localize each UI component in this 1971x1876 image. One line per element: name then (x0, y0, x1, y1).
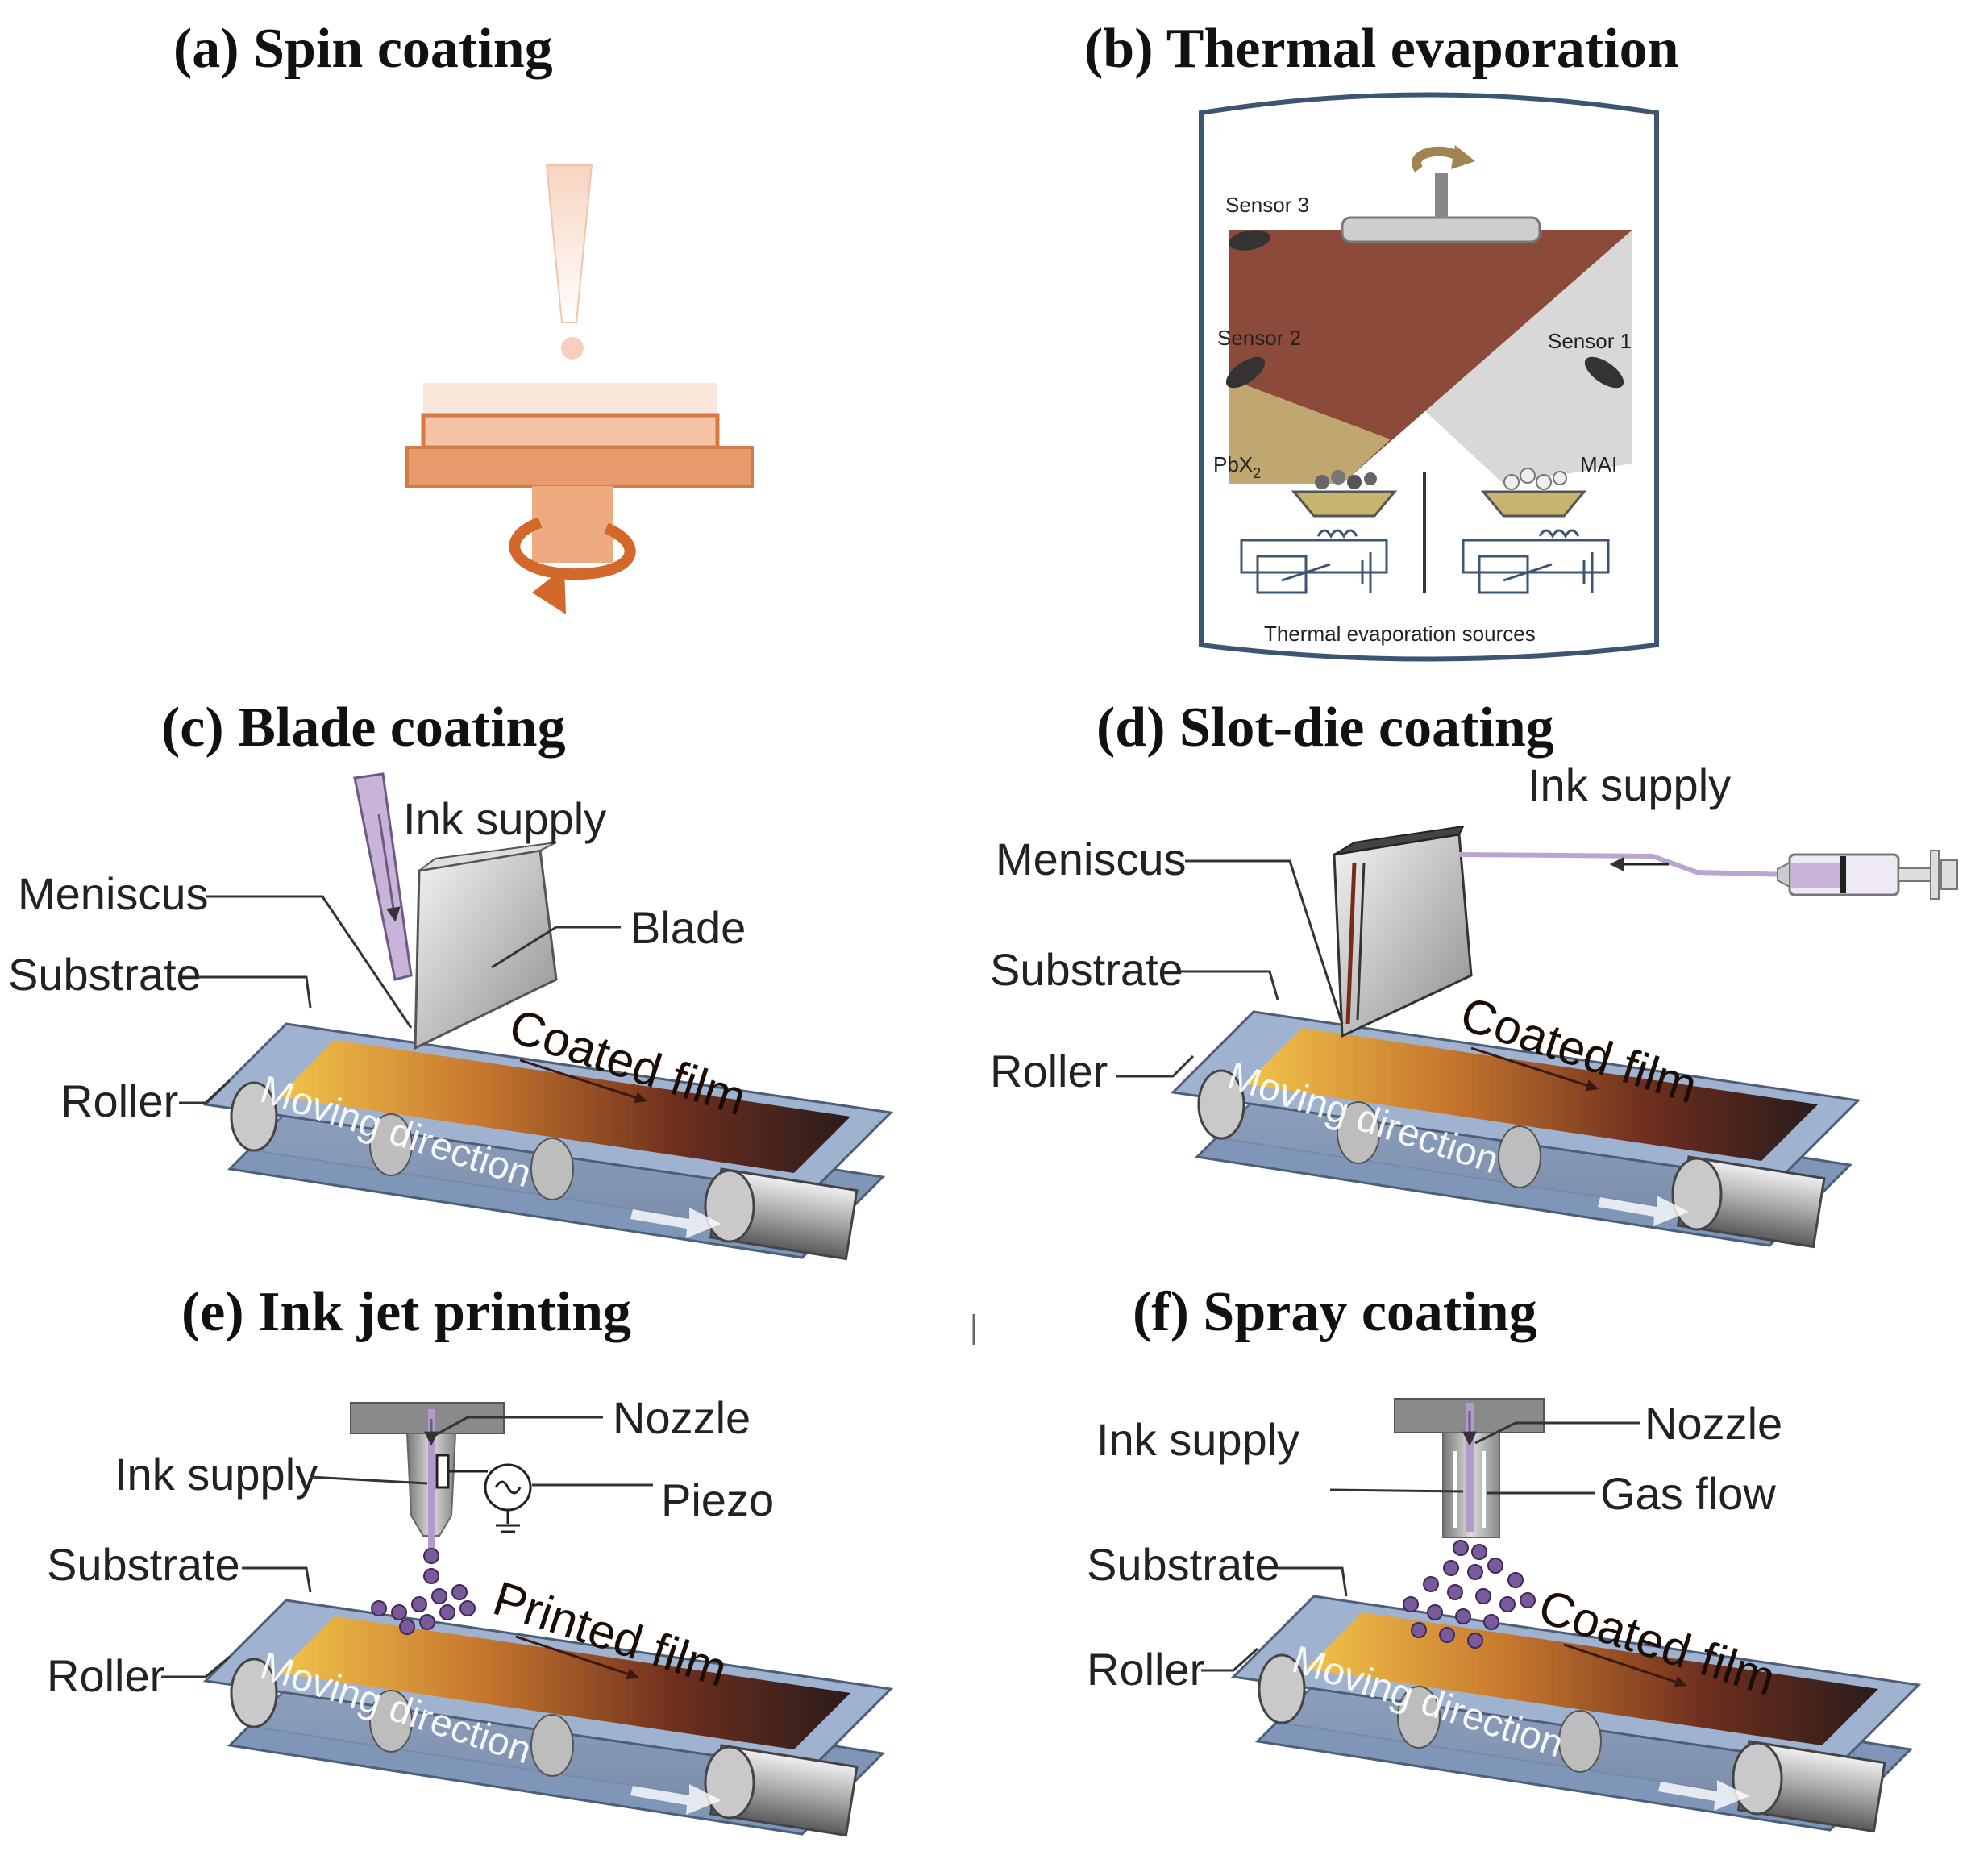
panel-f-title: (f) Spray coating (1133, 1281, 1537, 1343)
roller-label: Roller (60, 1075, 178, 1126)
meniscus-label: Meniscus (18, 868, 209, 919)
sensor-1-label: Sensor 1 (1548, 329, 1632, 353)
rotation-arrowhead-icon (532, 568, 566, 614)
substrate-wafer (421, 413, 720, 450)
nozzle-label: Nozzle (613, 1392, 751, 1443)
holder-shaft (1435, 173, 1448, 218)
chuck-shaft (532, 486, 613, 563)
droplet (561, 337, 584, 360)
panel-d-title: (d) Slot-die coating (1096, 697, 1554, 759)
spray-droplets (1403, 1540, 1536, 1649)
substrate-label: Substrate (47, 1539, 240, 1590)
sources-footer-label: Thermal evaporation sources (1264, 622, 1536, 646)
holder-rotation-arrowhead-icon (1451, 145, 1475, 169)
crucible-right (1480, 490, 1587, 518)
blade-label: Blade (630, 902, 746, 953)
ink-supply-label: Ink supply (403, 793, 606, 844)
gas-flow-label: Gas flow (1600, 1468, 1776, 1519)
ink-supply-label: Ink supply (1096, 1414, 1299, 1465)
crucible-left (1291, 490, 1398, 518)
film-layer (423, 383, 717, 415)
sensor-2-label: Sensor 2 (1217, 326, 1301, 350)
panel-e-diagram: Printed film Moving direction Nozzle Ink… (47, 1392, 892, 1837)
substrate-label: Substrate (990, 944, 1183, 995)
meniscus-label: Meniscus (996, 834, 1187, 884)
pipette-tip (545, 164, 593, 323)
sensor-3-icon (1229, 230, 1270, 251)
ink-supply-label: Ink supply (1528, 759, 1731, 810)
source-right-label: MAI (1580, 452, 1617, 476)
heater-circuit-right (1462, 529, 1610, 594)
ink-supply-tube (353, 772, 413, 981)
sensor-3-label: Sensor 3 (1225, 193, 1309, 217)
piezo-label: Piezo (661, 1475, 774, 1525)
nozzle-label: Nozzle (1645, 1398, 1782, 1449)
panel-f-diagram: Coated film Moving direction Ink supply … (1087, 1398, 1920, 1833)
roller-label: Roller (990, 1046, 1108, 1096)
vapor-plume-pbx2-light (1229, 379, 1391, 484)
substrate-label: Substrate (1087, 1539, 1280, 1590)
panel-a-title: (a) Spin coating (173, 18, 553, 80)
ink-supply-label: Ink supply (114, 1449, 318, 1500)
roller-label: Roller (47, 1650, 164, 1701)
panel-d-diagram: Coated film Moving direction Ink supply … (990, 759, 1958, 1249)
roller-label: Roller (1087, 1644, 1204, 1695)
panel-b-title: (b) Thermal evaporation (1084, 18, 1679, 80)
syringe-icon (1777, 850, 1958, 900)
sensor-1-icon (1584, 356, 1624, 389)
sensor-2-icon (1225, 356, 1266, 389)
evaporation-chamber: Sensor 3 Sensor 2 Sensor 1 PbX2 MAI Ther… (1199, 92, 1659, 662)
substrate-label: Substrate (8, 949, 202, 1000)
piezo-element (435, 1454, 450, 1489)
rotation-arrow-icon (509, 517, 636, 580)
ink-droplets (371, 1548, 476, 1635)
substrate-holder (1341, 216, 1541, 243)
panel-c-title: (c) Blade coating (161, 697, 566, 759)
ink-supply-tube (1458, 852, 1790, 877)
panel-e-title: (e) Ink jet printing (181, 1281, 631, 1343)
source-left-label: PbX2 (1213, 452, 1261, 481)
spin-coater (405, 164, 754, 614)
panel-c-diagram: Coated film Moving direction Ink supply … (8, 772, 892, 1261)
heater-circuit-left (1240, 529, 1388, 594)
spin-chuck (405, 446, 754, 488)
